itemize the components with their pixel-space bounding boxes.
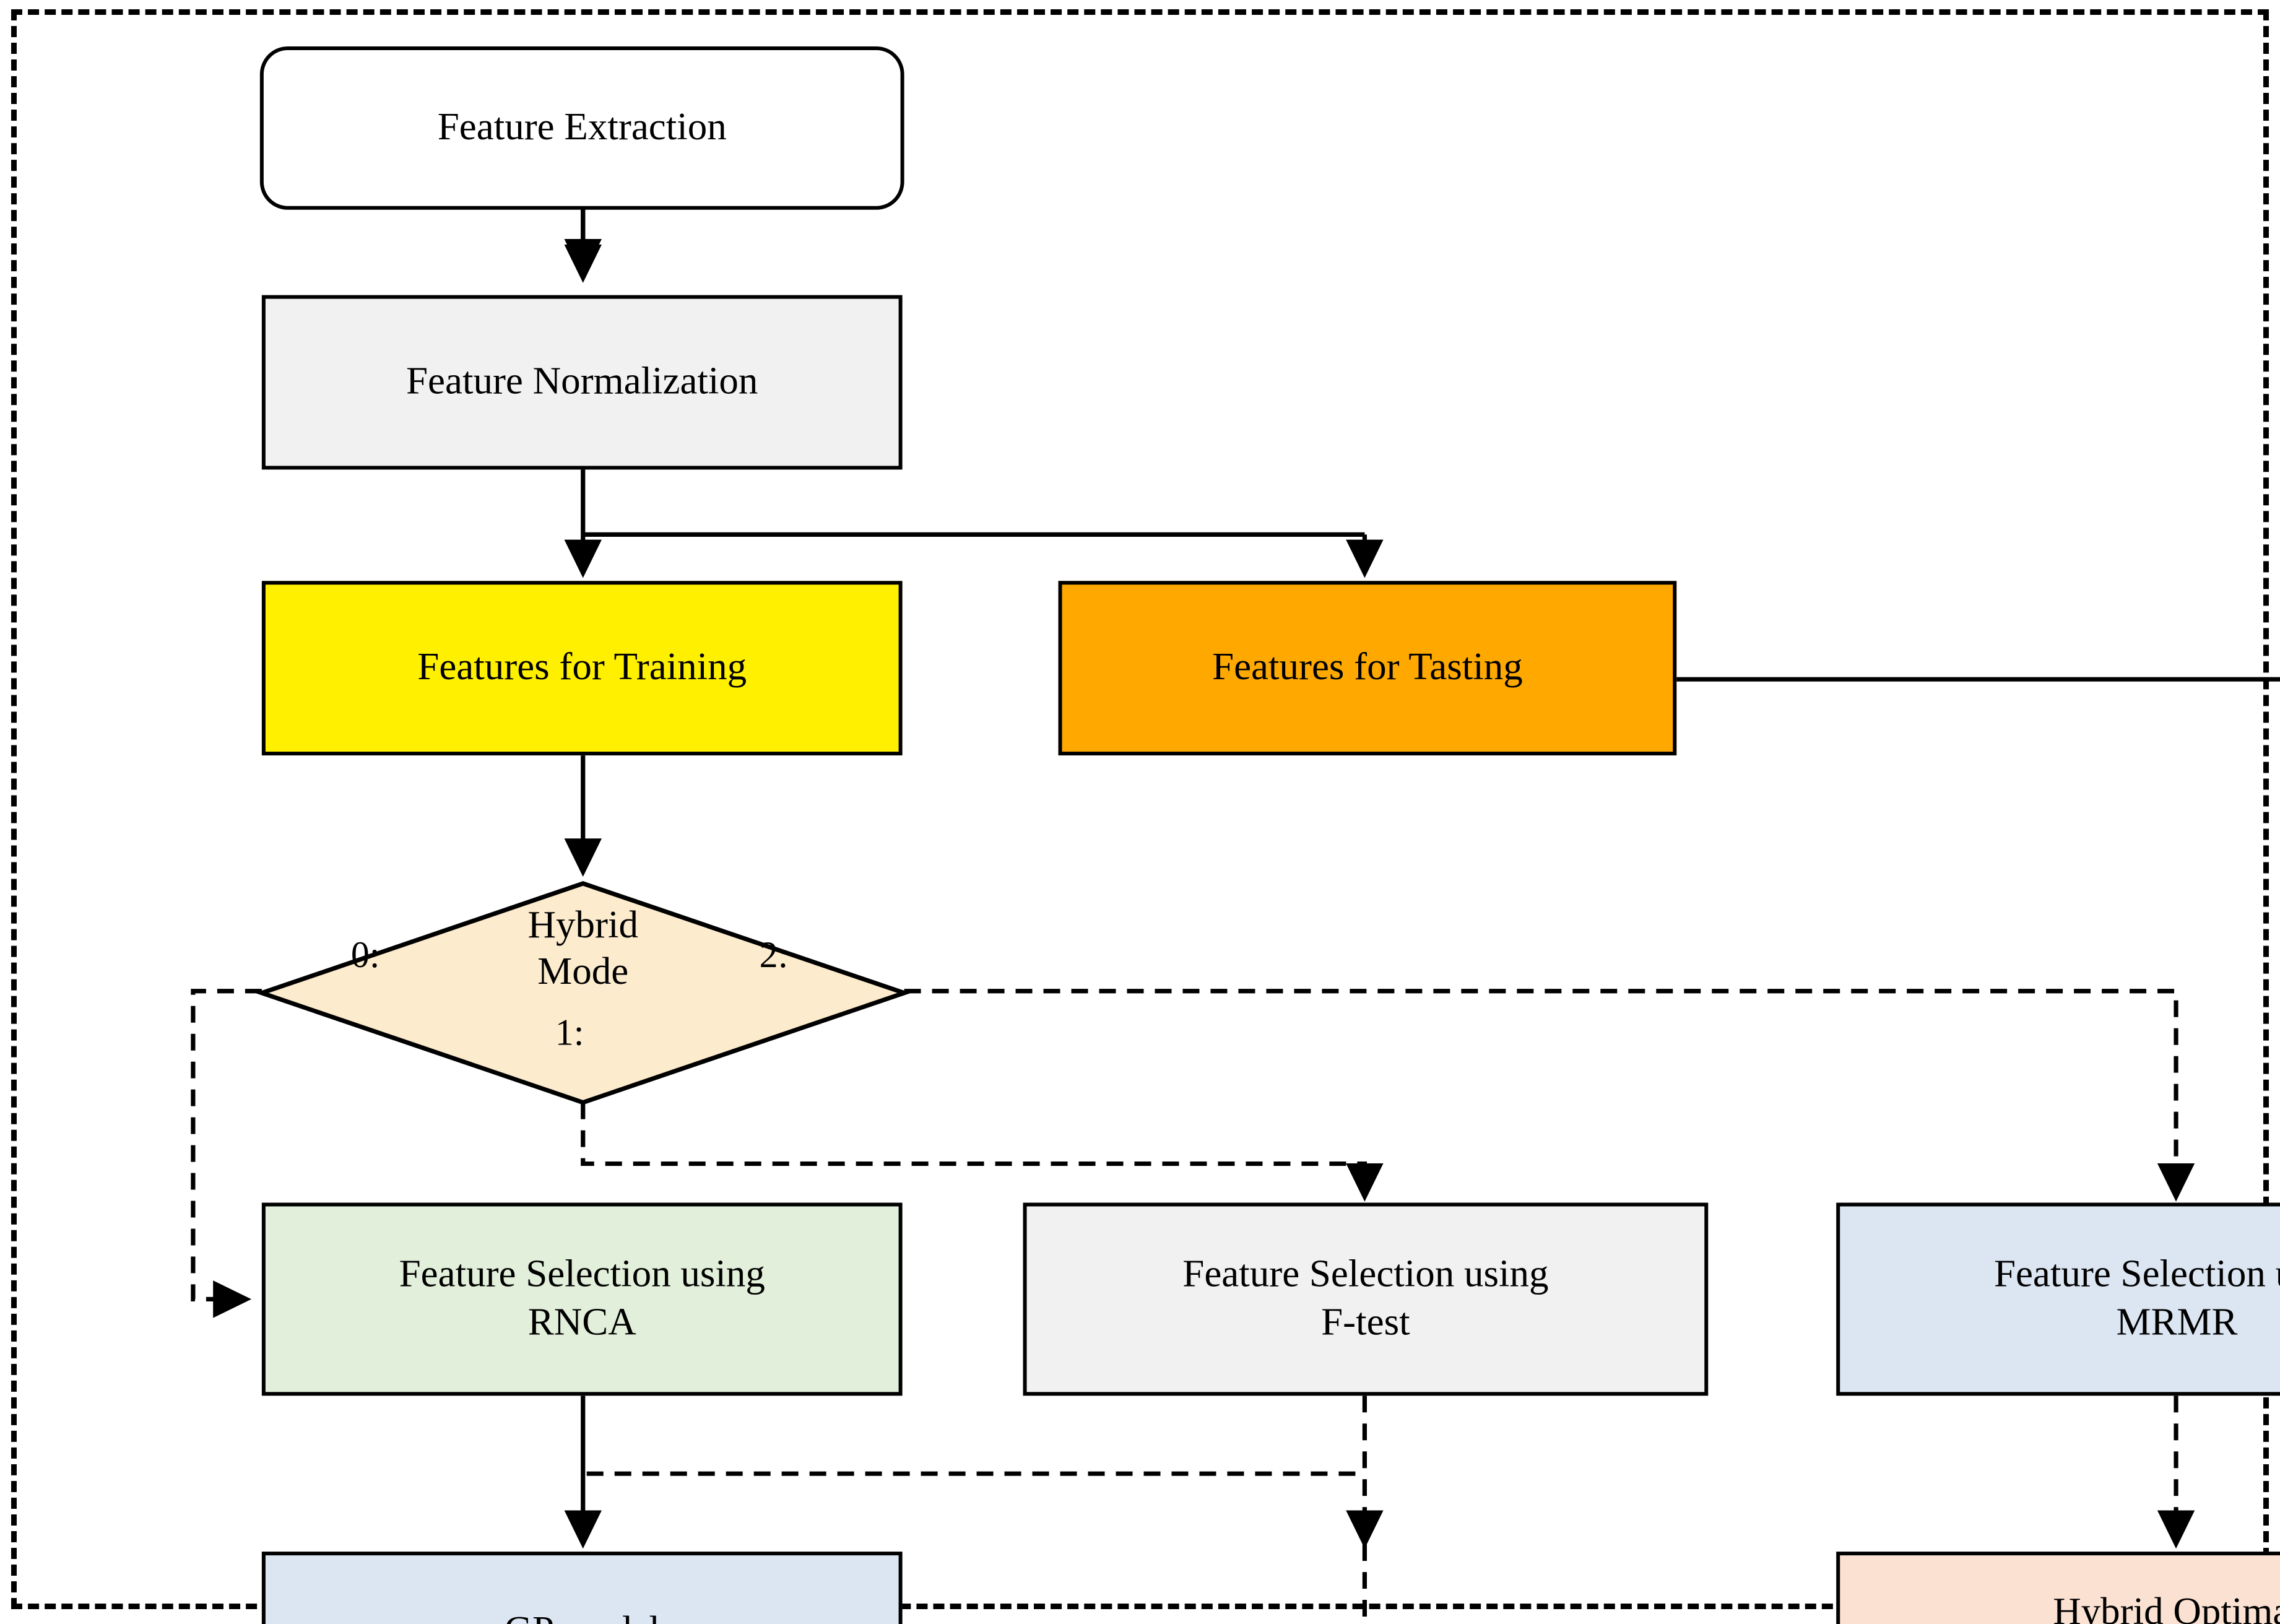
node-feature-extraction-label: Feature Extraction xyxy=(437,104,727,149)
node-feature-selection-rnca-line2: RNCA xyxy=(527,1299,636,1344)
branch-label-2: 2: xyxy=(759,935,789,976)
node-feature-selection-rnca-line1: Feature Selection using xyxy=(399,1251,765,1296)
node-feature-selection-rnca[interactable]: Feature Selection using RNCA xyxy=(261,1202,903,1396)
node-feature-selection-ftest[interactable]: Feature Selection using F-test xyxy=(1023,1202,1709,1396)
node-feature-selection-ftest-line2: F-test xyxy=(1321,1299,1410,1344)
node-hybrid-optimal-feature-decision[interactable]: Hybrid Optimal Feature Decision xyxy=(1836,1552,2280,1624)
node-features-for-training-label: Features for Training xyxy=(417,644,747,689)
hybrid-mode-line1: Hybrid xyxy=(527,901,638,947)
node-features-for-training[interactable]: Features for Training xyxy=(261,581,903,756)
node-hybrid-optimal-line1: Hybrid Optimal xyxy=(2053,1589,2280,1624)
node-features-for-tasting-label: Features for Tasting xyxy=(1212,644,1523,689)
node-hybrid-mode-title: Hybrid Mode xyxy=(254,902,912,994)
node-hybrid-mode[interactable]: Hybrid Mode 0: 2: 1: xyxy=(254,876,912,1110)
node-feature-extraction[interactable]: Feature Extraction xyxy=(259,46,904,210)
branch-label-0: 0: xyxy=(350,935,380,976)
node-gp-model-label: GP model xyxy=(505,1608,660,1624)
hybrid-mode-line2: Mode xyxy=(537,948,629,993)
node-gp-model[interactable]: GP model xyxy=(261,1552,903,1624)
node-feature-normalization-label: Feature Normalization xyxy=(406,358,758,404)
diagram-outer-dashed-border xyxy=(11,9,2269,1610)
node-feature-selection-ftest-line1: Feature Selection using xyxy=(1182,1251,1549,1296)
node-feature-selection-mrmr[interactable]: Feature Selection using MRMR xyxy=(1836,1202,2280,1396)
node-feature-normalization[interactable]: Feature Normalization xyxy=(261,295,903,470)
node-features-for-tasting[interactable]: Features for Tasting xyxy=(1058,581,1677,756)
branch-label-1: 1: xyxy=(555,1013,584,1054)
node-feature-selection-mrmr-line1: Feature Selection using xyxy=(1993,1251,2280,1296)
hybrid-mode-diamond-shape xyxy=(254,881,911,1105)
node-feature-selection-mrmr-line2: MRMR xyxy=(2116,1299,2238,1344)
